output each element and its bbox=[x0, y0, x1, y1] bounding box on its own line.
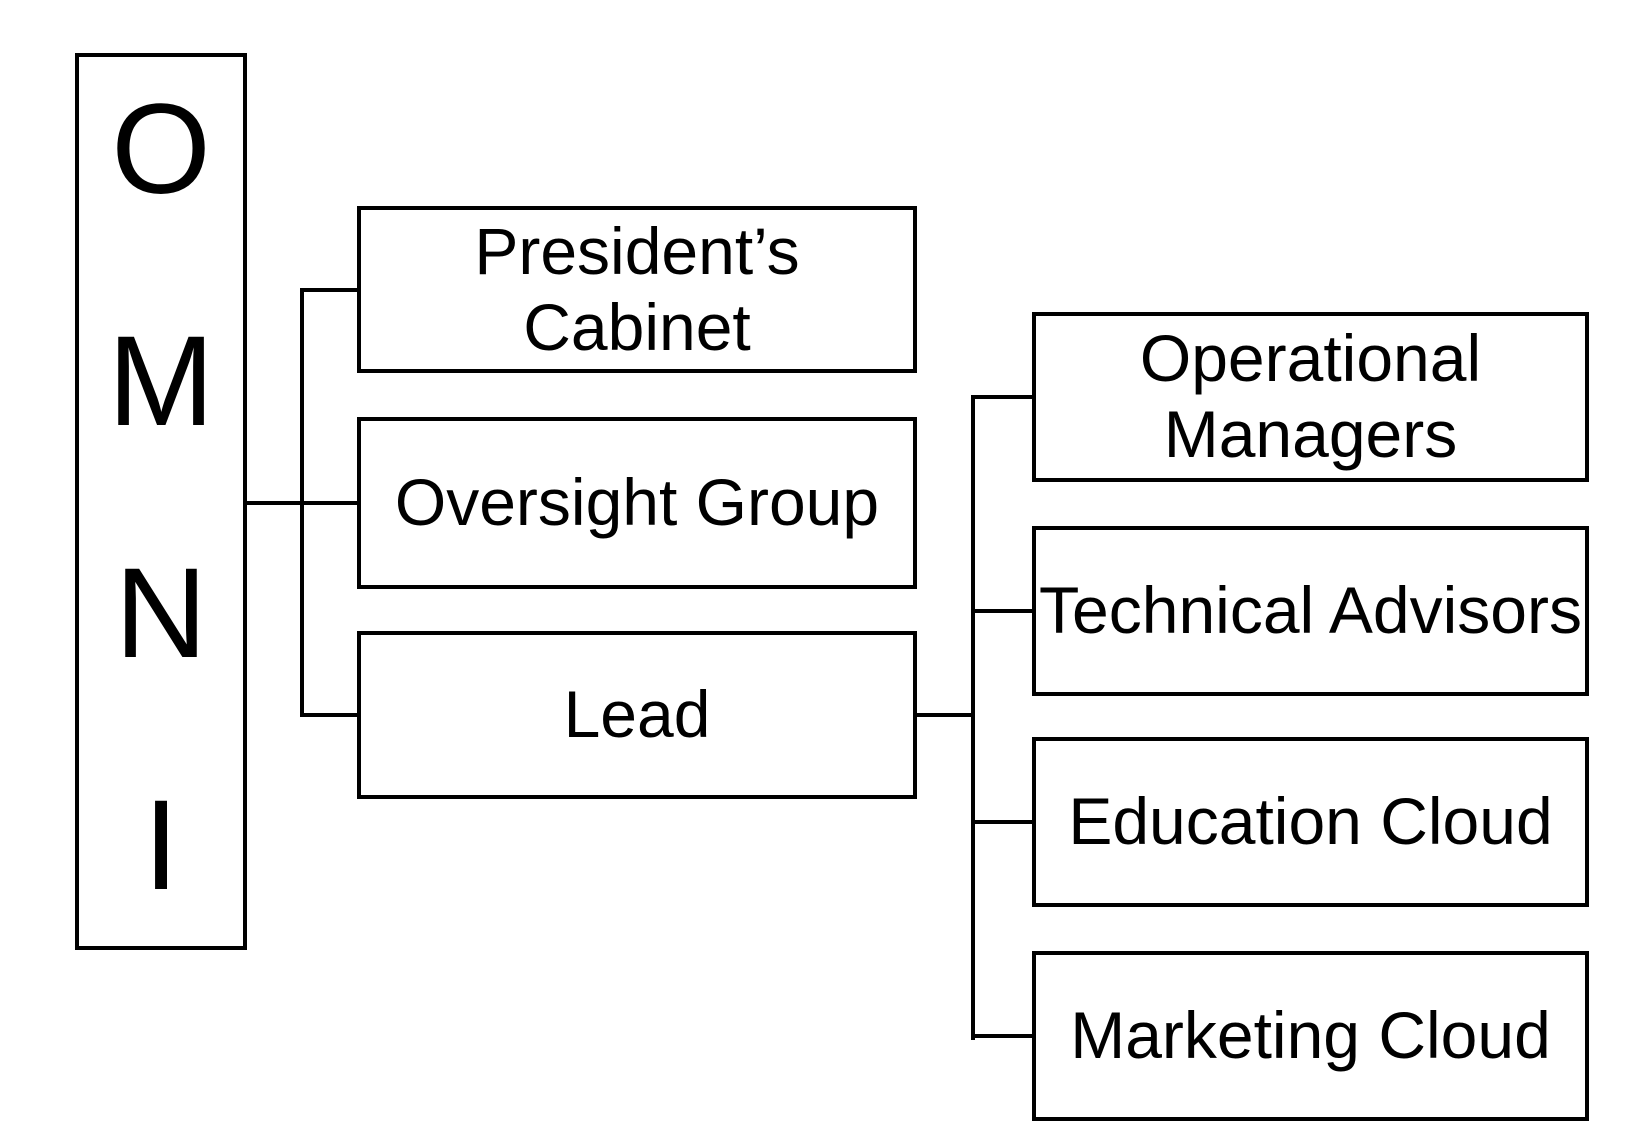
stub-technical-advisors bbox=[971, 609, 1032, 613]
node-label: Technical Advisors bbox=[1039, 573, 1582, 648]
stub-presidents-cabinet bbox=[300, 288, 357, 292]
stub-lead bbox=[300, 713, 357, 717]
stub-marketing-cloud bbox=[971, 1034, 1032, 1038]
node-label: President’s bbox=[474, 213, 800, 288]
node-presidents-cabinet: President’s Cabinet bbox=[357, 206, 917, 373]
omni-letter-i: I bbox=[143, 774, 179, 917]
omni-letter-o: O bbox=[111, 78, 211, 221]
node-education-cloud: Education Cloud bbox=[1032, 737, 1589, 907]
node-label: Marketing Cloud bbox=[1070, 998, 1551, 1073]
node-label: Operational bbox=[1139, 321, 1482, 396]
node-oversight-group: Oversight Group bbox=[357, 417, 917, 589]
node-label: Education Cloud bbox=[1068, 784, 1553, 859]
node-technical-advisors: Technical Advisors bbox=[1032, 526, 1589, 696]
node-operational-managers: Operational Managers bbox=[1032, 312, 1589, 482]
node-label: Managers bbox=[1163, 397, 1458, 471]
node-lead: Lead bbox=[357, 631, 917, 799]
node-label: Lead bbox=[563, 677, 711, 752]
node-label: Cabinet bbox=[523, 289, 751, 364]
node-omni: O M N I bbox=[75, 53, 247, 950]
bracket-left bbox=[300, 288, 304, 717]
omni-letter-n: N bbox=[114, 542, 208, 685]
omni-letter-m: M bbox=[107, 310, 215, 453]
node-label: Oversight Group bbox=[394, 465, 880, 540]
bracket-right bbox=[971, 395, 975, 1040]
stub-education-cloud bbox=[971, 820, 1032, 824]
node-marketing-cloud: Marketing Cloud bbox=[1032, 951, 1589, 1121]
connector-lead-to-bracket bbox=[917, 713, 975, 717]
stub-operational-managers bbox=[971, 395, 1032, 399]
